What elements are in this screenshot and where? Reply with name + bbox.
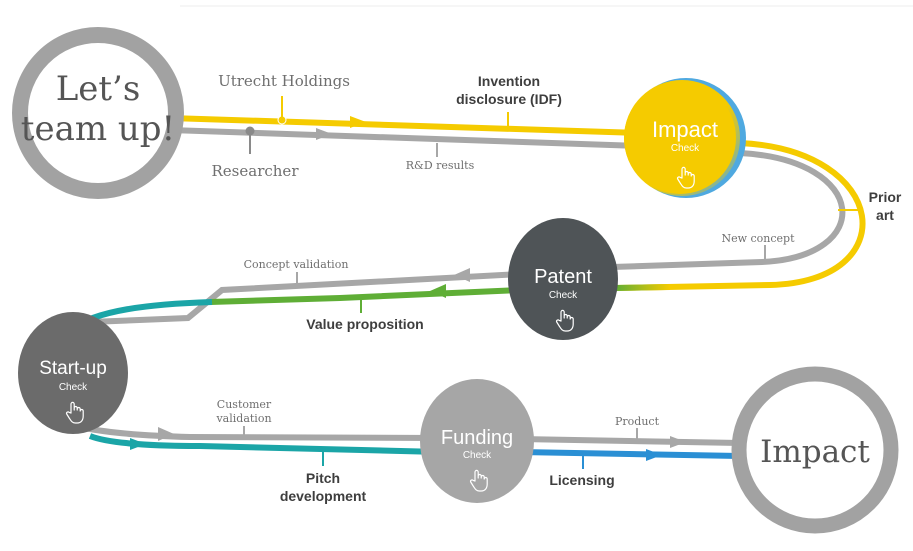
startup-check-node[interactable]: Start-up Check <box>18 312 128 434</box>
patent-check-node[interactable]: Patent Check <box>508 218 618 340</box>
funding-check-title: Funding <box>441 427 513 449</box>
label-product: Product <box>615 415 660 428</box>
label-customer-2: validation <box>215 412 271 425</box>
start-circle: Let’s team up! <box>12 27 184 199</box>
gray-loop <box>611 150 846 270</box>
end-label: Impact <box>760 434 870 470</box>
arrowhead-icon <box>130 438 146 450</box>
arrowhead-icon <box>350 116 366 128</box>
funding-check-node[interactable]: Funding Check <box>420 379 534 503</box>
label-concept-validation: Concept validation <box>244 258 349 271</box>
start-line-2: team up! <box>21 109 175 149</box>
startup-check-title: Start-up <box>39 358 107 379</box>
label-researcher: Researcher <box>212 162 300 180</box>
green-line-middle <box>209 287 521 305</box>
label-invention-2: disclosure (IDF) <box>456 91 562 107</box>
arrowhead-icon <box>430 284 446 298</box>
arrowhead-icon <box>316 128 332 140</box>
label-customer-1: Customer <box>217 398 272 411</box>
label-value-proposition: Value proposition <box>306 316 423 332</box>
label-pitch-2: development <box>280 488 367 504</box>
label-utrecht-holdings: Utrecht Holdings <box>218 72 350 90</box>
impact-check-node[interactable]: Impact Check <box>624 78 746 198</box>
label-new-concept: New concept <box>721 232 795 245</box>
start-line-1: Let’s <box>56 69 141 109</box>
arrowhead-icon <box>670 436 686 448</box>
gray-line-end <box>519 436 741 446</box>
arrowhead-icon <box>454 268 470 282</box>
funding-check-sub: Check <box>463 450 492 461</box>
gray-line-lower <box>84 425 441 441</box>
arrowhead-icon <box>646 449 662 461</box>
label-prior-1: Prior <box>869 189 902 205</box>
label-rd-results: R&D results <box>406 159 475 172</box>
patent-check-sub: Check <box>549 290 578 301</box>
label-licensing: Licensing <box>549 472 614 488</box>
label-prior-2: art <box>876 207 894 223</box>
end-circle: Impact <box>731 366 899 534</box>
arrowhead-icon <box>158 427 174 441</box>
impact-check-title: Impact <box>652 117 718 142</box>
yellow-green-segment <box>614 284 671 291</box>
yellow-line-top <box>169 115 641 136</box>
label-pitch-1: Pitch <box>306 470 340 486</box>
blue-line-end <box>519 449 741 459</box>
startup-check-sub: Check <box>59 382 88 393</box>
impact-check-sub: Check <box>671 143 700 154</box>
patent-check-title: Patent <box>534 266 592 288</box>
label-invention-1: Invention <box>478 73 540 89</box>
yellow-loop <box>614 140 866 291</box>
